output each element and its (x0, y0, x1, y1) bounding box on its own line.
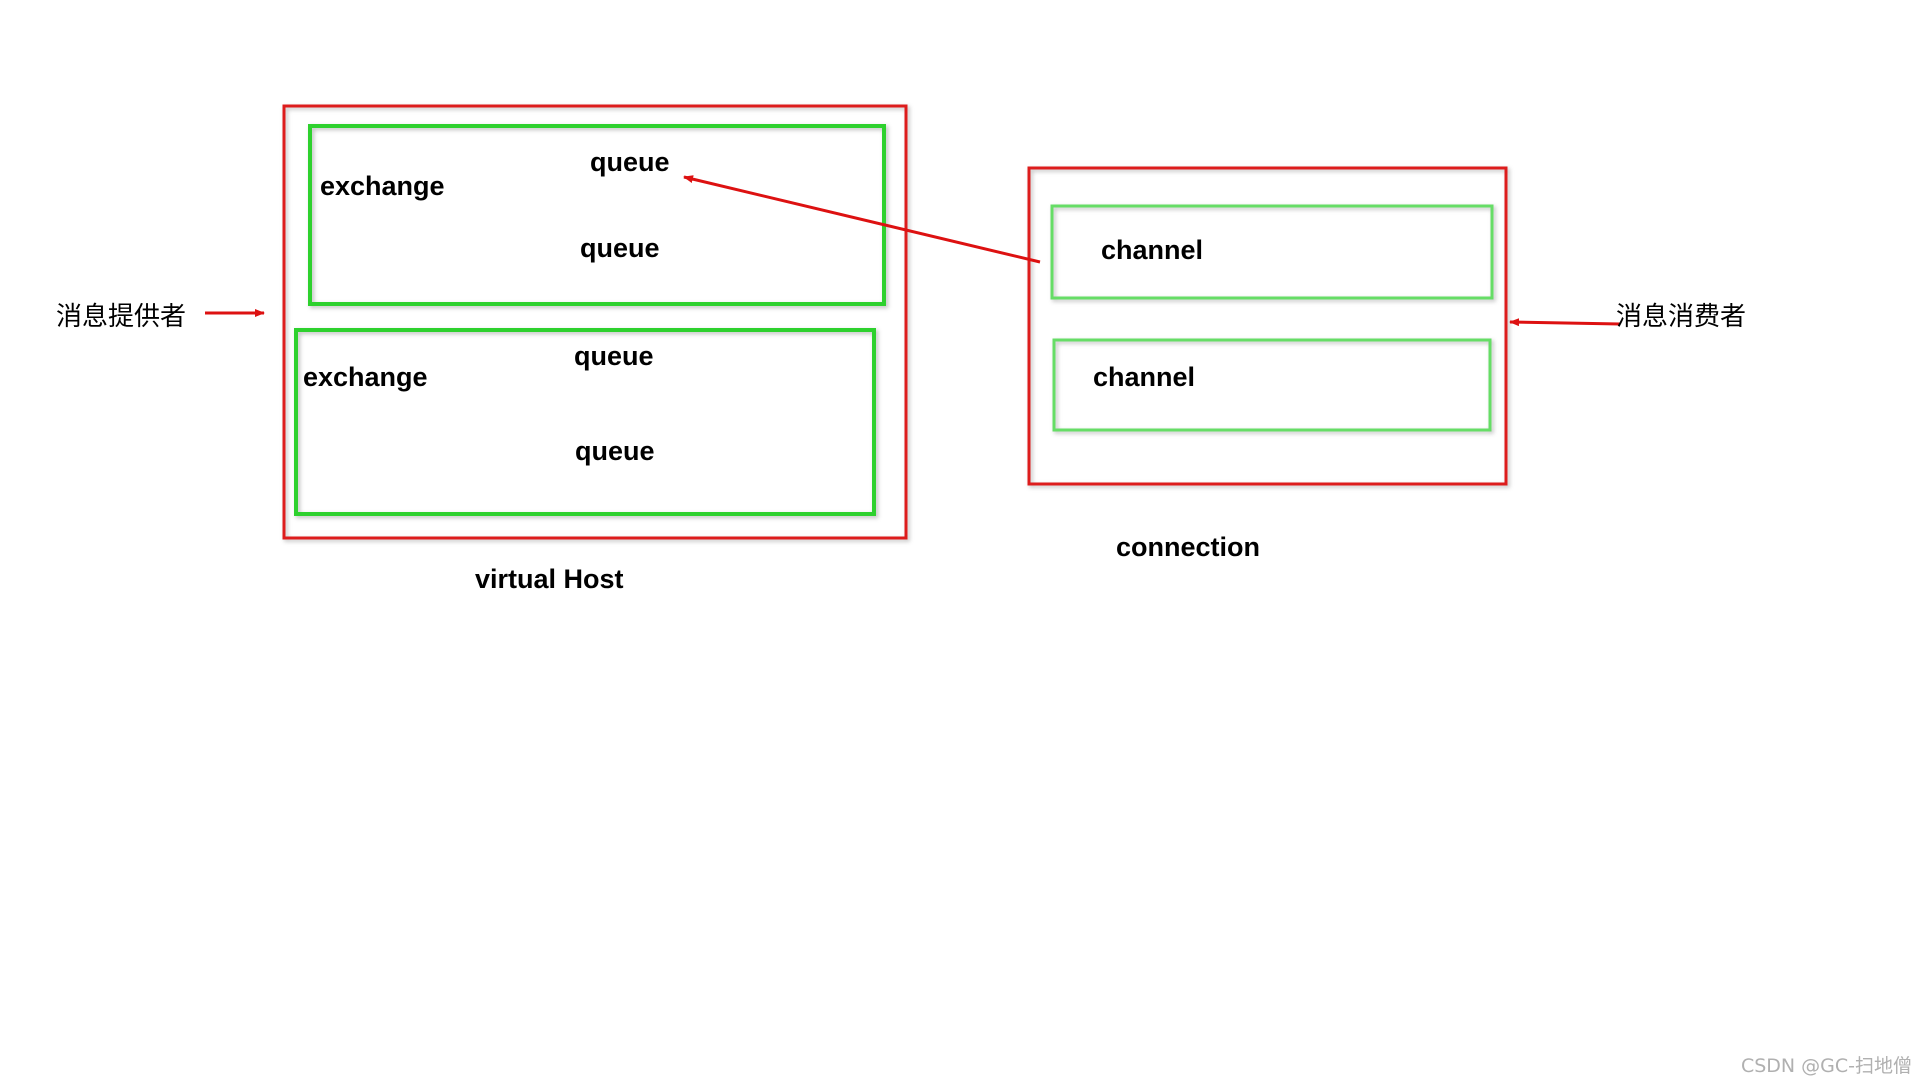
channel-1-label: channel (1101, 235, 1203, 265)
consumer-arrow (1509, 318, 1621, 327)
exchange-group-2-box (294, 328, 876, 516)
channel-2-label: channel (1093, 362, 1195, 392)
channel-2-box (1052, 338, 1492, 432)
provider-label: 消息提供者 (56, 302, 186, 332)
consumer-label: 消息消费者 (1616, 302, 1746, 332)
virtual-host-box (282, 104, 908, 540)
virtual-host-label: virtual Host (475, 564, 624, 594)
channel-to-queue-arrow (683, 175, 1041, 264)
exchange-2-label: exchange (303, 362, 428, 392)
queue-4-label: queue (575, 436, 655, 466)
channel-1-box (1050, 204, 1494, 300)
exchange-group-1-box (308, 124, 886, 306)
watermark: CSDN @GC-扫地僧 (1741, 1055, 1912, 1077)
queue-2-label: queue (580, 233, 660, 263)
queue-3-label: queue (574, 341, 654, 371)
connection-box (1027, 166, 1508, 486)
queue-1-label: queue (590, 147, 670, 177)
connection-label: connection (1116, 532, 1260, 562)
exchange-1-label: exchange (320, 171, 445, 201)
